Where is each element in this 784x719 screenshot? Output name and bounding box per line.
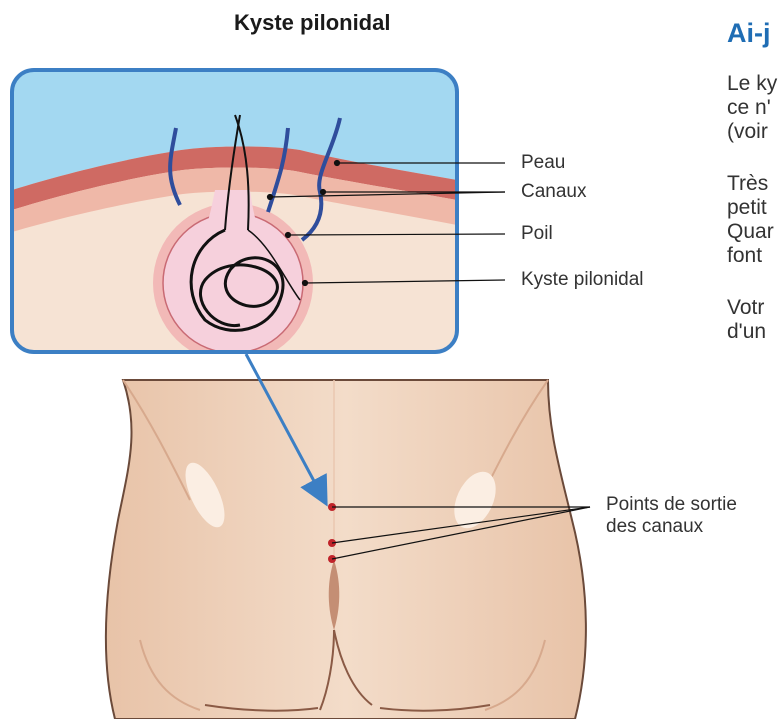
diagram-title: Kyste pilonidal: [190, 10, 534, 36]
label-points-sortie: Points de sortie des canaux: [606, 494, 737, 538]
side-paragraph-2: Très petit Quar font: [727, 172, 774, 268]
label-poil: Poil: [521, 223, 553, 245]
para3-line: d'un: [727, 320, 766, 344]
label-canaux: Canaux: [521, 181, 587, 203]
label-kyste: Kyste pilonidal: [521, 269, 644, 291]
para3-line: Votr: [727, 296, 766, 320]
buttocks-illustration: [106, 380, 586, 719]
side-paragraph-3: Votr d'un: [727, 296, 766, 344]
side-heading: Ai-j: [727, 18, 771, 49]
label-points-line2: des canaux: [606, 516, 737, 538]
label-peau: Peau: [521, 152, 565, 174]
para2-line: Quar: [727, 220, 774, 244]
para2-line: font: [727, 244, 774, 268]
para1-line: (voir: [727, 120, 777, 144]
side-paragraph-1: Le ky ce n' (voir: [727, 72, 777, 144]
zoom-frame: [12, 70, 457, 363]
para2-line: petit: [727, 196, 774, 220]
para1-line: ce n': [727, 96, 777, 120]
para1-line: Le ky: [727, 72, 777, 96]
label-points-line1: Points de sortie: [606, 494, 737, 516]
para2-line: Très: [727, 172, 774, 196]
